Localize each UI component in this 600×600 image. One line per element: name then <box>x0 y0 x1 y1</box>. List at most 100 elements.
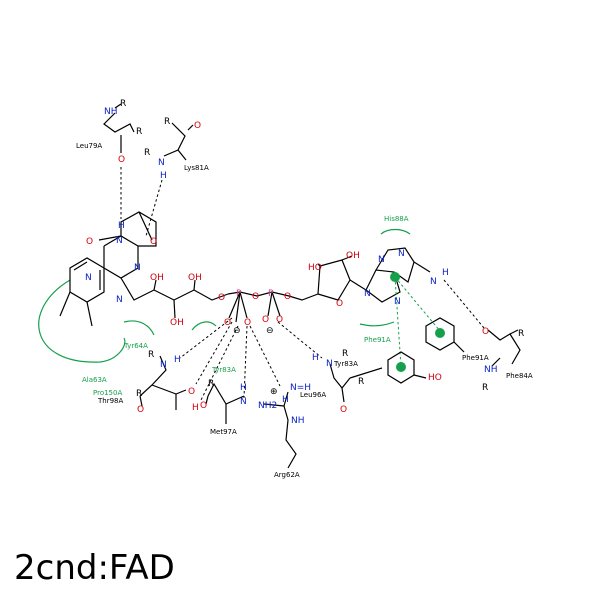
phe84a-r <box>509 329 519 335</box>
tyr83a-h: H <box>312 353 319 363</box>
hydrophobic-arc-tyr83a <box>191 321 217 331</box>
leu79a-o: O <box>118 155 125 165</box>
lys81a-n: N <box>158 158 165 168</box>
phe84a-nh: NH <box>484 365 498 375</box>
ribityl-oh-2 <box>173 299 176 319</box>
hbond-tyr64a <box>179 317 233 359</box>
pi-stack-phe91a-upper <box>394 276 441 332</box>
phe84a-o: O <box>482 327 489 337</box>
thr98a-backbone <box>139 355 167 397</box>
tyr64a-h: H <box>174 355 181 365</box>
residue-tyr83a-black: Tyr83A <box>333 360 358 368</box>
lys81a-h: H <box>160 171 167 181</box>
atom-o-bridge: O <box>252 292 259 302</box>
ribityl-oh-1 <box>153 279 157 291</box>
lys81a-backbone <box>163 122 186 157</box>
atom-oh-ribose-2: HO <box>308 263 322 273</box>
ligand-bonds <box>59 211 431 327</box>
thr98a-o: O <box>137 405 144 415</box>
hbond-met97a <box>243 325 248 399</box>
atom-n6-h: H <box>442 268 449 278</box>
tyr64a-n: N <box>160 360 167 370</box>
arg62a-imine <box>283 391 289 407</box>
residue-ala63a: Ala63A <box>82 376 107 384</box>
atom-n6: N <box>430 277 437 287</box>
leu79a-r2: R <box>136 127 142 137</box>
ring-centroid-phe91a-upper <box>435 328 445 338</box>
residue-arg62a: Arg62A <box>274 471 300 479</box>
atom-p-alpha: P <box>236 289 242 299</box>
thr98a-oh <box>175 389 187 395</box>
atom-o-pa1: O <box>224 318 231 328</box>
tyr83a-r: R <box>342 349 348 359</box>
hydrophobic-contacts <box>38 228 411 363</box>
atom-o-ribose: O <box>336 299 343 309</box>
atom-n1-ad: N <box>398 249 405 259</box>
met97a-carbonyl <box>205 395 209 405</box>
atom-n3: N <box>116 236 123 246</box>
residue-lys81a: Lys81A <box>184 164 209 172</box>
adenine-imidazole <box>365 269 401 303</box>
thr98a-carbonyl <box>139 395 143 407</box>
ribityl-oh-3 <box>193 279 196 291</box>
hydrogen-bonds <box>120 167 485 403</box>
leu96a-carbonyl <box>341 387 345 403</box>
ribose-oh-3 <box>341 255 353 261</box>
phe84a-nr <box>491 357 501 367</box>
charge-minus-alpha: ⊖ <box>233 326 241 336</box>
atom-oh-ribose-3: OH <box>346 251 360 261</box>
arg62a-guanidine <box>263 403 285 407</box>
phosphate-a-o3 <box>235 291 241 323</box>
residue-phe91a-green: Phe91A <box>364 336 391 344</box>
residue-tyr83a-green: Tyr83A <box>211 366 236 374</box>
ring-centroid-adenine <box>390 272 400 282</box>
leu96a-backbone <box>329 363 351 389</box>
thr98a-og: O <box>188 387 195 397</box>
tyr64a-r: R <box>148 350 154 360</box>
ribose-to-adenine <box>349 279 367 291</box>
atom-o-c2: O <box>150 237 157 247</box>
residue-atom-labels: NH R R O R O R N H R N H R O O H R O H N… <box>104 99 524 426</box>
atom-o-5p: O <box>284 292 291 302</box>
flavin-pyrimidine-ring <box>120 211 157 247</box>
atom-o-pb1: O <box>262 315 269 325</box>
flavin-c2-carbonyl <box>138 211 153 241</box>
leu96a-r: R <box>358 377 364 387</box>
phosphate-b-o1 <box>267 291 273 317</box>
residue-pro150a: Pro150A <box>93 389 122 397</box>
leu79a-nh: NH <box>104 107 118 117</box>
hbond-thr98a <box>195 321 233 385</box>
atom-oh-2: OH <box>150 273 164 283</box>
atom-o-5: O <box>218 293 225 303</box>
atom-oh-4: OH <box>188 273 202 283</box>
phe84a-backbone <box>487 329 521 365</box>
leu96a-o: O <box>340 405 347 415</box>
residue-met97a: Met97A <box>210 428 237 436</box>
ligand-atom-labels: O N H O N N N OH OH OH O P O P O O O ⊖ O… <box>85 221 449 336</box>
lys81a-o: O <box>194 121 201 131</box>
lys81a-side <box>177 149 187 161</box>
leu79a-backbone <box>103 112 135 133</box>
residue-bonds <box>103 103 521 469</box>
leu79a-r1: R <box>120 99 126 109</box>
thr98a-r: R <box>136 389 142 399</box>
hbond-tyr83a-nh <box>277 321 323 359</box>
residue-his88a: His88A <box>384 215 409 223</box>
charge-minus-beta: ⊖ <box>266 326 274 336</box>
atom-n10: N <box>116 295 123 305</box>
adenine-nh2 <box>413 261 431 273</box>
hbond-arg62a <box>249 325 281 387</box>
met97a-backbone <box>207 382 245 405</box>
residue-labels: Leu79A Lys81A His88A Tyr64A Ala63A Pro15… <box>76 142 533 479</box>
met97a-n: N <box>240 397 247 407</box>
tyr83a-to-ring <box>349 367 383 379</box>
atom-o-pb2: O <box>276 315 283 325</box>
phe91a-oh: HO <box>428 373 442 383</box>
arg62a-nh: N=H <box>290 383 311 393</box>
page-title: 2cnd:FAD <box>14 548 175 588</box>
residue-tyr64a: Tyr64A <box>123 342 148 350</box>
met97a-h2: H <box>240 383 247 393</box>
hydrophobic-arc-ala63a <box>38 279 126 363</box>
hydrophobic-arc-tyr64a <box>123 320 155 336</box>
